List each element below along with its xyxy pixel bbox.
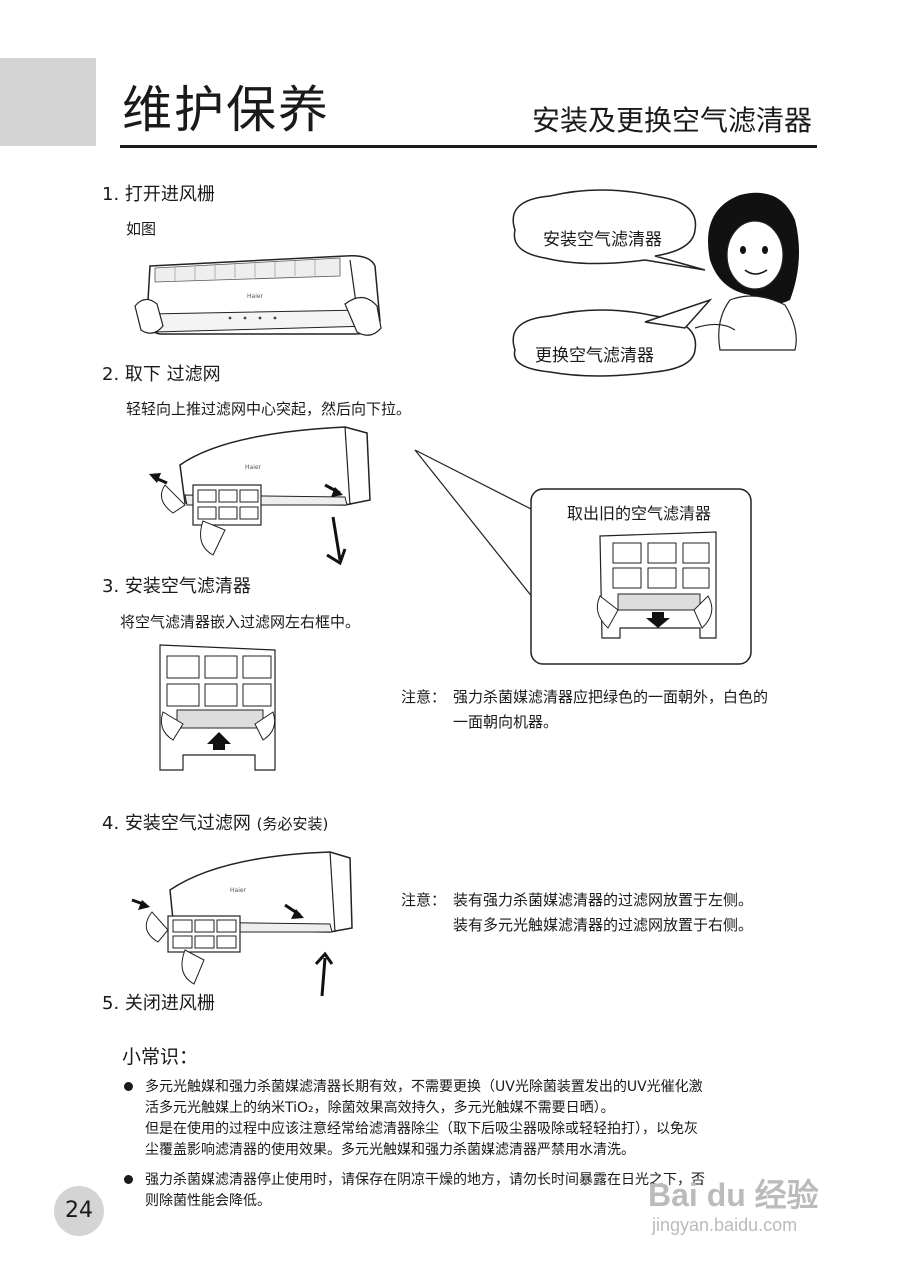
watermark-url: jingyan.baidu.com	[652, 1215, 798, 1235]
tips-bullet-1-line-3: 但是在使用的过程中应该注意经常给滤清器除尘（取下后吸尘器吸除或轻轻拍打），以免灰	[145, 1121, 698, 1137]
watermark-brand: Bai du 经验	[648, 1177, 819, 1213]
note-2-prefix: 注意：	[401, 891, 447, 909]
page-title: 维护保养	[122, 81, 330, 139]
bubble-install-text: 安装空气滤清器	[543, 230, 662, 250]
note-1-line-1: 强力杀菌媒滤清器应把绿色的一面朝外，白色的	[453, 688, 769, 706]
tips-title: 小常识：	[122, 1046, 199, 1068]
note-2-line-2: 装有多元光触媒滤清器的过滤网放置于右侧。	[453, 916, 754, 934]
tips-bullet-2-line-1: 强力杀菌媒滤清器停止使用时，请保存在阴凉干燥的地方，请勿长时间暴露在日光之下，否	[145, 1172, 705, 1188]
step-3-desc: 将空气滤清器嵌入过滤网左右框中。	[120, 613, 361, 631]
step-4-label-main: 4. 安装空气过滤网	[102, 813, 251, 834]
ac-open-illustration: Haier	[134, 254, 382, 336]
tips-bullet-1-line-4: 尘覆盖影响滤清器的使用效果。多元光触媒和强力杀菌媒滤清器严禁用水清洗。	[145, 1142, 635, 1158]
brand-mark-2: Haier	[245, 464, 262, 471]
step-2-desc: 轻轻向上推过滤网中心突起，然后向下拉。	[126, 400, 412, 418]
callout-box	[530, 488, 752, 665]
bullet-2-dot	[124, 1175, 133, 1184]
step-1-label: 1. 打开进风栅	[102, 184, 215, 205]
bubble-replace-text: 更换空气滤清器	[535, 346, 654, 366]
page-subtitle: 安装及更换空气滤清器	[531, 104, 812, 137]
brand-mark-1: Haier	[247, 293, 264, 300]
header-divider	[120, 145, 817, 148]
tips-bullet-2-line-2: 则除菌性能会降低。	[145, 1193, 271, 1209]
page-number: 24	[54, 1186, 104, 1236]
note-1-prefix: 注意：	[401, 688, 447, 706]
header-tab-block	[0, 58, 96, 146]
bubble-character-illustration	[512, 189, 799, 377]
step-2-label: 2. 取下 过滤网	[102, 364, 221, 385]
callout-pointer	[414, 449, 534, 599]
tips-bullet-1-line-2: 活多元光触媒上的纳米TiO₂，除菌效果高效持久，多元光触媒不需要日晒）。	[145, 1100, 615, 1116]
bullet-1-dot	[124, 1082, 133, 1091]
step-5-label: 5. 关闭进风栅	[102, 993, 215, 1014]
step-4-label-suffix: (务必安装)	[256, 815, 329, 833]
note-2-line-1: 装有强力杀菌媒滤清器的过滤网放置于左侧。	[453, 891, 754, 909]
step-1-desc: 如图	[126, 220, 157, 238]
callout-label: 取出旧的空气滤清器	[567, 504, 712, 523]
step-3-label: 3. 安装空气滤清器	[102, 576, 251, 597]
filter-removal-illustration: Haier	[149, 426, 371, 566]
note-1-line-2: 一面朝向机器。	[453, 713, 559, 731]
tips-bullet-1-line-1: 多元光触媒和强力杀菌媒滤清器长期有效，不需要更换（UV光除菌装置发出的UV光催化…	[145, 1079, 703, 1095]
step-4-label: 4. 安装空气过滤网 (务必安装)	[102, 812, 328, 836]
filter-mesh-install-illustration: Haier	[131, 851, 353, 997]
filter-install-illustration	[159, 644, 276, 771]
brand-mark-3: Haier	[230, 887, 247, 894]
